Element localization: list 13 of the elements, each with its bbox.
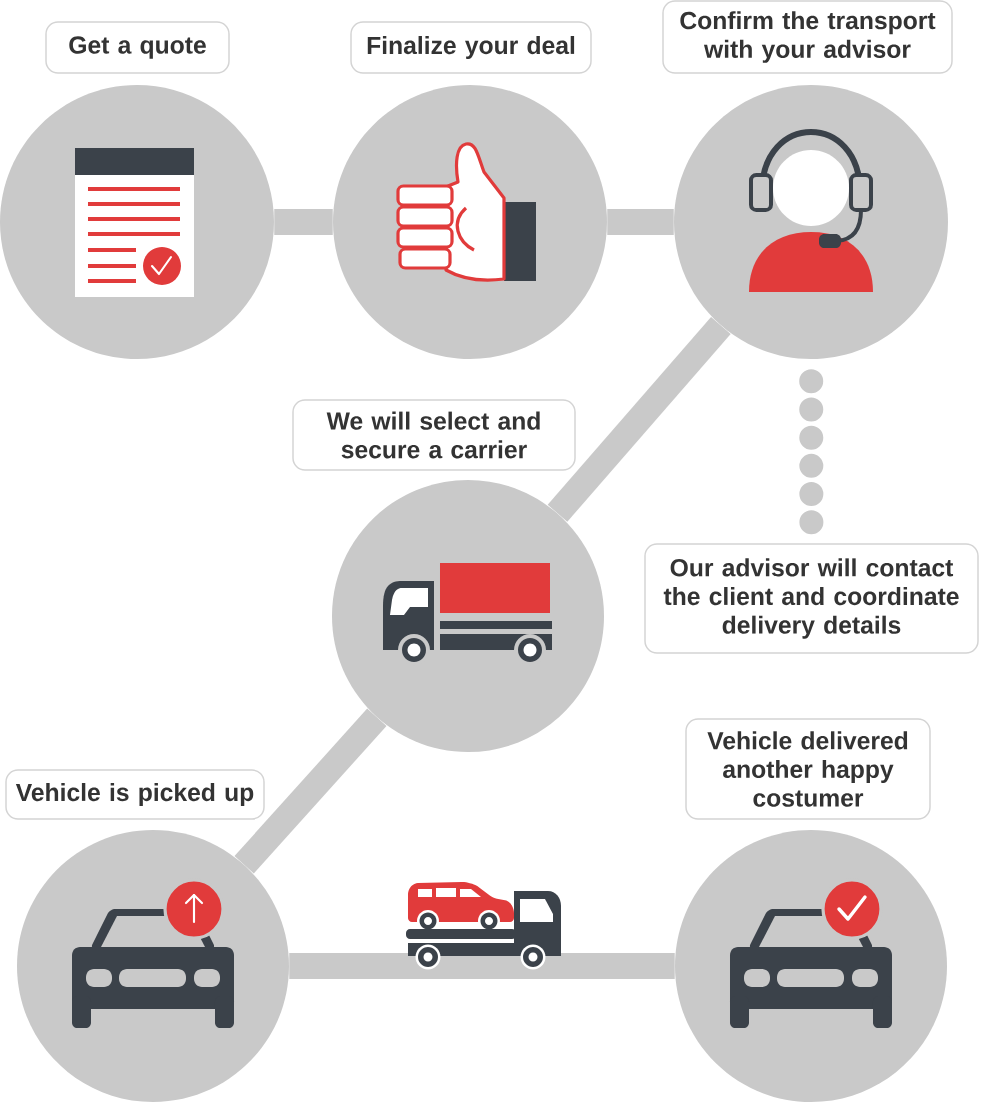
- label-box: Get a quote: [45, 21, 230, 74]
- connector-line: [289, 953, 675, 979]
- label-box: Vehicle is picked up: [5, 769, 265, 820]
- label-box: We will select and secure a carrier: [292, 399, 576, 471]
- connector-line: [607, 209, 674, 235]
- connector-line: [234, 708, 387, 874]
- label-box: Finalize your deal: [350, 21, 592, 74]
- label-box: Vehicle delivered another happy costumer: [685, 718, 931, 820]
- connector-line: [274, 209, 333, 235]
- text-box: Our advisor will contact the client and coordinate delivery details: [644, 543, 979, 654]
- dotted-line: [799, 369, 824, 536]
- label-box: Confirm the transport with your advisor: [662, 0, 953, 74]
- connector-line: [547, 317, 731, 522]
